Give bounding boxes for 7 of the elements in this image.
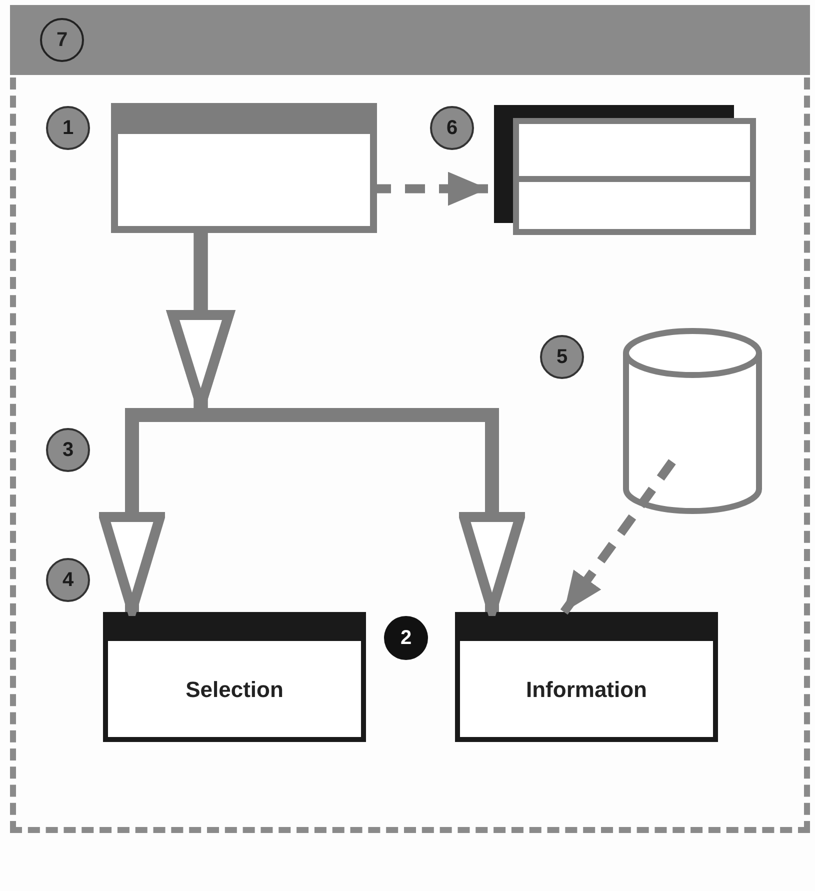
dashed-frame — [10, 5, 810, 833]
window-box — [111, 103, 377, 233]
window-box — [455, 612, 718, 742]
box-title: Selection — [186, 676, 284, 704]
box-title: Information — [526, 676, 647, 704]
window-box — [103, 612, 366, 742]
stacked-window — [494, 105, 756, 235]
